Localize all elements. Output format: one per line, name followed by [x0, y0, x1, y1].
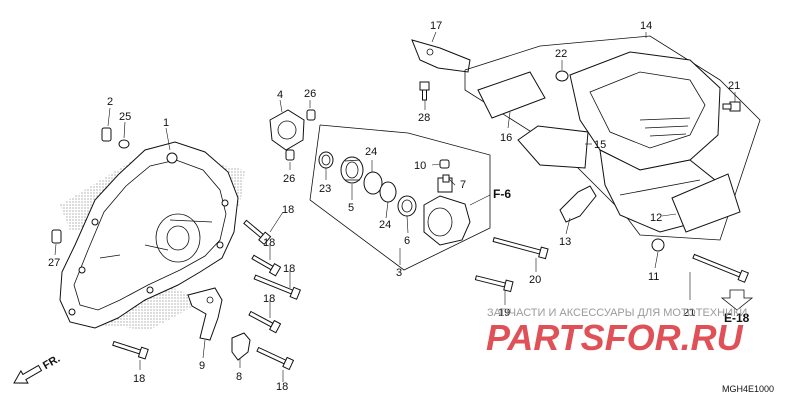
label-18b: 18 [263, 237, 275, 249]
label-18a: 18 [282, 204, 294, 216]
o-ring-24 [363, 171, 397, 203]
label-4: 4 [277, 89, 283, 101]
label-16: 16 [500, 132, 512, 144]
ref-e18: E-18 [720, 289, 754, 325]
label-21a: 21 [728, 80, 740, 92]
front-arrow: FR. [13, 353, 62, 384]
label-28: 28 [418, 112, 430, 124]
label-27: 27 [48, 257, 60, 269]
leader-lines [54, 31, 736, 382]
label-2: 2 [107, 96, 113, 108]
label-13: 13 [559, 236, 571, 248]
watermark-logo: PARTSFOR.RU [486, 317, 744, 358]
label-6: 6 [404, 235, 410, 247]
dowel-pin-26 [285, 109, 316, 161]
stay-13 [559, 185, 597, 223]
bolt-21-top [722, 101, 741, 112]
label-20: 20 [529, 274, 541, 286]
label-9: 9 [199, 360, 205, 372]
seal-15 [517, 125, 589, 169]
bleeder-screw-7 [442, 174, 450, 183]
bolt-19 [474, 275, 514, 293]
seal-16 [477, 71, 546, 119]
gasket-4 [269, 109, 305, 151]
ref-f6-text: F-6 [493, 187, 511, 201]
label-19: 19 [498, 307, 510, 319]
dowel-pin-27 [51, 229, 62, 244]
label-18f: 18 [276, 381, 288, 393]
slave-cylinder-box [309, 124, 491, 271]
label-12: 12 [650, 212, 662, 224]
label-26b: 26 [283, 173, 295, 185]
label-5: 5 [348, 202, 354, 214]
diagram-code: MGH4E1000 [722, 384, 774, 394]
cover-assembly [59, 141, 245, 330]
seal-12 [671, 173, 741, 233]
part-numbers: 1 2 25 27 4 26 26 18 18 18 18 18 18 9 8 … [48, 20, 740, 393]
bracket-9 [187, 287, 223, 341]
ref-f6: F-6 [493, 187, 511, 201]
dowel-pin-2 [101, 127, 112, 142]
label-1: 1 [163, 117, 169, 129]
duct-box-14 [464, 35, 761, 241]
ref-e18-text: E-18 [724, 311, 750, 325]
bolt-18-group [112, 219, 302, 371]
label-18e: 18 [133, 373, 145, 385]
label-10: 10 [414, 160, 426, 172]
watermark-tagline: ЗАПЧАСТИ И АКСЕССУАРЫ ДЛЯ МОТОТЕХНИКИ [487, 307, 747, 319]
cylinder-body [423, 177, 471, 246]
label-21b: 21 [683, 307, 695, 319]
watermark: ЗАПЧАСТИ И АКСЕССУАРЫ ДЛЯ МОТОТЕХНИКИ PA… [486, 307, 747, 358]
label-24b: 24 [379, 219, 391, 231]
label-8: 8 [236, 371, 242, 383]
bolt-21-bottom [692, 253, 750, 283]
label-26a: 26 [304, 88, 316, 100]
bolt-20 [492, 237, 549, 260]
bleeder-cap-10 [439, 159, 450, 169]
label-7: 7 [460, 179, 466, 191]
boot-6 [397, 195, 417, 217]
label-22: 22 [555, 48, 567, 60]
label-15: 15 [594, 139, 606, 151]
seal-5 [340, 156, 364, 184]
label-18c: 18 [283, 263, 295, 275]
bracket-17 [411, 39, 471, 73]
collar-11 [651, 238, 665, 252]
label-25: 25 [119, 111, 131, 123]
label-11: 11 [648, 271, 659, 283]
grommet-22 [555, 70, 569, 82]
front-arrow-label: FR. [41, 353, 62, 372]
label-18d: 18 [263, 293, 275, 305]
bolt-28 [419, 81, 430, 101]
piston-23 [318, 151, 334, 169]
label-23: 23 [319, 183, 331, 195]
label-17: 17 [430, 20, 442, 32]
label-14: 14 [640, 20, 652, 32]
stay-8 [231, 332, 251, 361]
o-ring-25 [118, 139, 130, 149]
label-3: 3 [396, 267, 402, 279]
label-24a: 24 [365, 146, 377, 158]
